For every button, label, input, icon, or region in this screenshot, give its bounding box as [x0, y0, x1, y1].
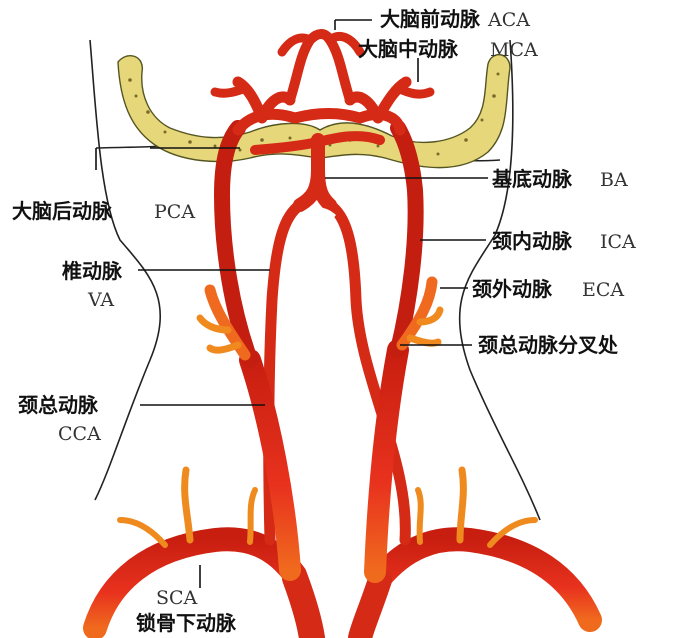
label-va-en: VA: [87, 289, 114, 311]
label-ba-en: BA: [600, 169, 628, 191]
internal-carotid-right: [390, 120, 424, 358]
label-bifurcation-zh: 颈总动脉分叉处: [478, 333, 619, 357]
label-eca-en: ECA: [582, 279, 624, 301]
leader-lines: [95, 19, 488, 588]
labels: 大脑前动脉 ACA 大脑中动脉 MCA 基底动脉 BA 大脑后动脉 PCA 颈内…: [12, 7, 636, 635]
internal-carotid-left: [214, 120, 258, 368]
label-aca-en: ACA: [487, 9, 530, 31]
label-cca-zh: 颈总动脉: [18, 393, 99, 417]
middle-cerebral-left: [232, 76, 296, 124]
label-cca-en: CCA: [58, 423, 101, 445]
middle-cerebral-right: [344, 76, 412, 124]
label-pca-zh: 大脑后动脉: [12, 199, 113, 223]
label-ba-zh: 基底动脉: [492, 167, 573, 191]
subclavian-artery-right: [368, 527, 602, 632]
subclavian-artery-left: [83, 527, 307, 638]
label-mca-en: MCA: [490, 39, 538, 61]
label-sca-en: SCA: [156, 587, 198, 609]
common-carotid-right: [364, 339, 409, 583]
label-va-zh: 椎动脉: [62, 259, 123, 283]
label-ica-en: ICA: [600, 231, 636, 253]
label-mca-zh: 大脑中动脉: [358, 37, 459, 61]
arteries: [83, 29, 602, 638]
external-carotid-left: [204, 284, 251, 361]
label-sca-zh: 锁骨下动脉: [136, 611, 237, 635]
label-pca-en: PCA: [154, 201, 195, 223]
skull-base-bone: [117, 54, 511, 169]
label-ica-zh: 颈内动脉: [492, 229, 573, 253]
vertebral-artery-right: [324, 199, 411, 546]
posterior-cerebral-right: [313, 131, 385, 147]
label-aca-zh: 大脑前动脉: [380, 7, 481, 31]
label-eca-zh: 颈外动脉: [472, 277, 553, 301]
common-carotid-left: [239, 349, 301, 581]
anterior-cerebral: [285, 29, 355, 105]
